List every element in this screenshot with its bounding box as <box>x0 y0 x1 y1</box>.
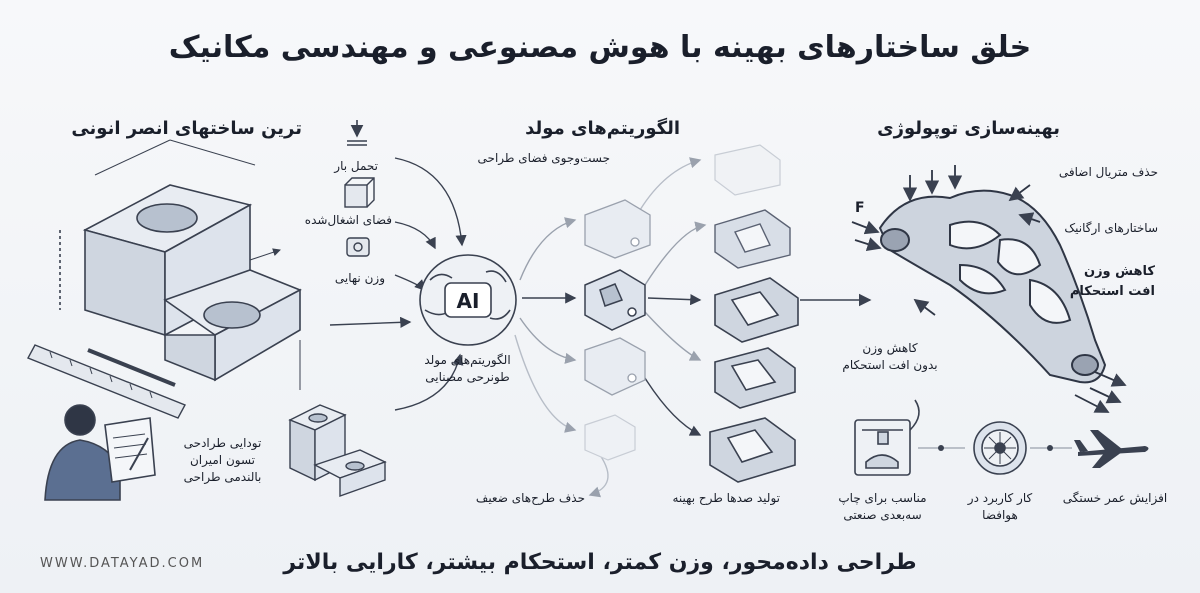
design-variant <box>584 414 636 461</box>
print-app-line1: مناسب برای چاپ <box>838 491 927 505</box>
optimized-design <box>709 417 796 483</box>
3d-printer-icon <box>854 399 920 476</box>
ai-badge: AI <box>457 289 480 313</box>
load-icon <box>347 120 367 146</box>
aero-app-line2: هوافضا <box>982 508 1018 522</box>
page-title: خلق ساختارهای بهینه با هوش مصنوعی و مهند… <box>168 30 1032 65</box>
section-title-middle: الگوریتم‌های مولد <box>525 118 680 139</box>
left-caption-line3: بالندمی طراحی <box>183 470 262 484</box>
pencil-icon <box>87 348 176 387</box>
force-label: F <box>855 200 865 216</box>
input-load-label: تحمل بار <box>334 159 378 173</box>
design-variant <box>584 199 651 259</box>
footer-tagline: طراحی داده‌محور، وزن کمتر، استحکام بیشتر… <box>283 550 917 575</box>
ai-label-line1: الگوریتم‌های مولد <box>424 353 511 367</box>
aero-app-line1: کار کاربرد در <box>967 491 1033 505</box>
connector-dot <box>938 445 944 451</box>
section-title-left: ترین ساختهای انصر انونی <box>71 118 302 139</box>
weight-icon <box>346 237 370 257</box>
design-variant <box>584 337 646 396</box>
organic-structures-label: ساختارهای ارگانیک <box>1064 221 1158 235</box>
left-caption-line1: تودایی طرادحی <box>183 436 262 450</box>
force-arrows <box>851 165 1127 413</box>
ai-label-line2: طونرحی مصنایی <box>425 370 510 384</box>
jet-engine-icon <box>973 421 1027 475</box>
input-arrows <box>329 157 467 411</box>
small-part-sketch <box>288 404 387 497</box>
section-title-right: بهینه‌سازی توپولوژی <box>877 118 1060 139</box>
weight-reduction-line2: افت استحکام <box>1069 284 1155 299</box>
fatigue-life-label: افزایش عمر خستگی <box>1062 491 1168 505</box>
topology-optimized-bracket <box>878 189 1107 384</box>
ai-brain-icon <box>419 254 517 346</box>
remove-weak-label: حذف طرح‌های ضعیف <box>475 491 585 505</box>
optimized-design <box>714 347 796 409</box>
brand-url: WWW.DATAYAD.COM <box>40 556 205 571</box>
search-space-label: جست‌وجوی فضای طراحی <box>477 151 610 165</box>
input-weight-label: وزن نهایی <box>334 271 385 285</box>
optimized-design <box>714 144 781 196</box>
connector-dot <box>1047 445 1053 451</box>
design-variant <box>584 269 646 331</box>
cube-icon <box>344 177 375 208</box>
engineer-icon <box>44 404 156 501</box>
airplane-icon <box>1074 430 1149 468</box>
mechanical-part-sketch <box>59 139 302 390</box>
ruler-icon <box>27 344 186 419</box>
print-app-line2: سه‌بعدی صنعتی <box>843 508 922 522</box>
weight-reduction-line1: کاهش وزن <box>1083 264 1155 279</box>
fan-arrows <box>514 157 707 498</box>
remove-material-label: حذف متریال اضافی <box>1058 165 1158 179</box>
weight-reduction2-line1: کاهش وزن <box>862 341 918 355</box>
weight-reduction2-line2: بدون افت استحکام <box>842 358 938 372</box>
left-caption-line2: تسون امیران <box>189 453 256 467</box>
input-space-label: فضای اشغال‌شده <box>304 213 392 227</box>
generate-designs-label: تولید صدها طرح بهینه <box>672 491 781 505</box>
optimized-design <box>714 209 791 269</box>
optimized-design <box>714 277 799 343</box>
